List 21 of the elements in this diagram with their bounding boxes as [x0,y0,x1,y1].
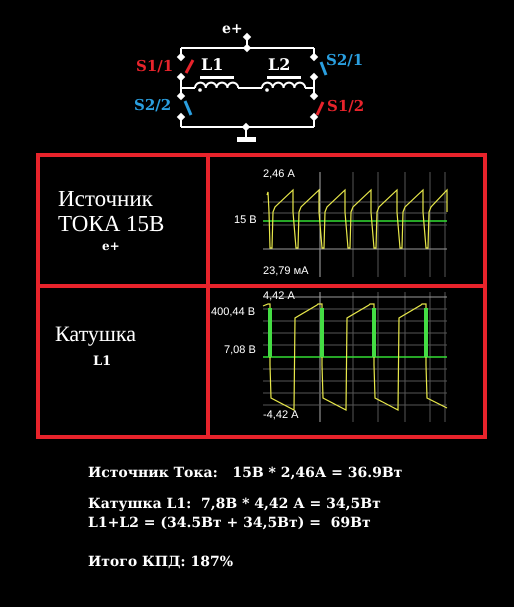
calculation-text: L1+L2 = (34.5Вт + 34,5Вт) = 69Вт [88,516,371,532]
cell-heading: Источник ТОКА 15В [58,186,166,237]
terminal-label: e+ [222,22,243,38]
cell-text: L1 [93,355,112,370]
calculation-text: Источник Тока: 15В * 2,46А = 36.9Вт [88,466,402,482]
cell-heading: Катушка [55,322,136,346]
switch-label: S1/1 [136,58,174,74]
switch-label: S1/2 [327,98,364,114]
switch-label: S2/1 [326,52,364,68]
scale-value-label: -4,42 А [263,409,298,422]
inductor-label: L1 [201,56,224,74]
cell-text: e+ [102,240,120,254]
inductor-label: L2 [268,56,290,74]
switch-label: S2/2 [134,97,172,114]
scale-value-label: 23,79 мА [263,265,308,278]
scale-value-label: 7,08 В [224,344,256,356]
scale-value-label: 15 В [234,214,257,226]
calculation-text: Итого КПД: 187% [88,555,234,570]
scale-value-label: 400,44 В [211,306,256,318]
calculation-text: Катушка L1: 7,8В * 4,42 А = 34,5Вт [88,497,381,512]
scale-value-label: 2,46 А [263,168,295,180]
